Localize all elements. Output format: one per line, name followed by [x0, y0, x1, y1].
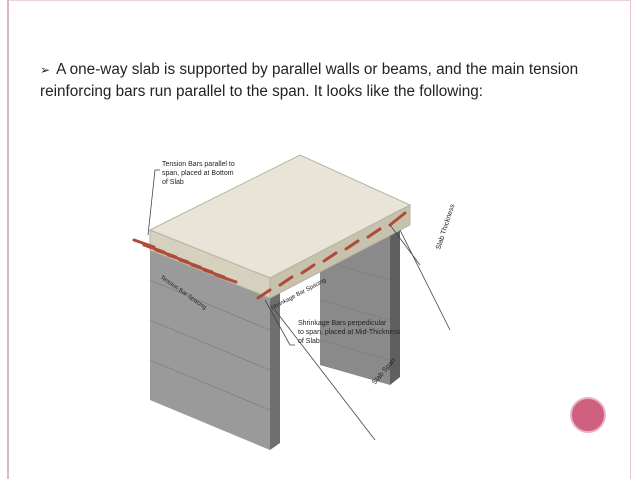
bullet-text: A one-way slab is supported by parallel …	[40, 61, 579, 100]
right-border-line	[630, 0, 631, 479]
shrinkage-label-line2: to span, placed at Mid-Thickness	[298, 329, 401, 336]
slab-thickness-label: Slab Thickness	[435, 203, 456, 251]
left-wall-side	[270, 288, 280, 450]
left-border-line	[7, 0, 9, 479]
shrinkage-label-line1: Shrinkage Bars perpedicular	[298, 320, 387, 327]
tension-bars	[132, 238, 238, 284]
leader-lines	[147, 169, 451, 441]
tension-label-line3: of Slab	[162, 179, 184, 186]
slab-illustration: Tension Bars parallel to span, placed at…	[132, 154, 457, 450]
left-wall-front	[150, 245, 270, 450]
right-wall-side	[390, 222, 400, 385]
bullet-paragraph: ➢A one-way slab is supported by parallel…	[40, 59, 610, 103]
tension-label-line1: Tension Bars parallel to	[162, 161, 235, 168]
top-border	[9, 0, 630, 1]
shrinkage-label-line3: of Slab	[298, 338, 320, 345]
tension-label-line2: span, placed at Bottom	[162, 170, 234, 177]
shrinkage-bars	[256, 211, 407, 300]
one-way-slab-diagram: Tension Bars parallel to span, placed at…	[120, 150, 480, 460]
arrow-bullet-icon: ➢	[40, 63, 51, 77]
decorative-circle-icon	[570, 397, 606, 433]
